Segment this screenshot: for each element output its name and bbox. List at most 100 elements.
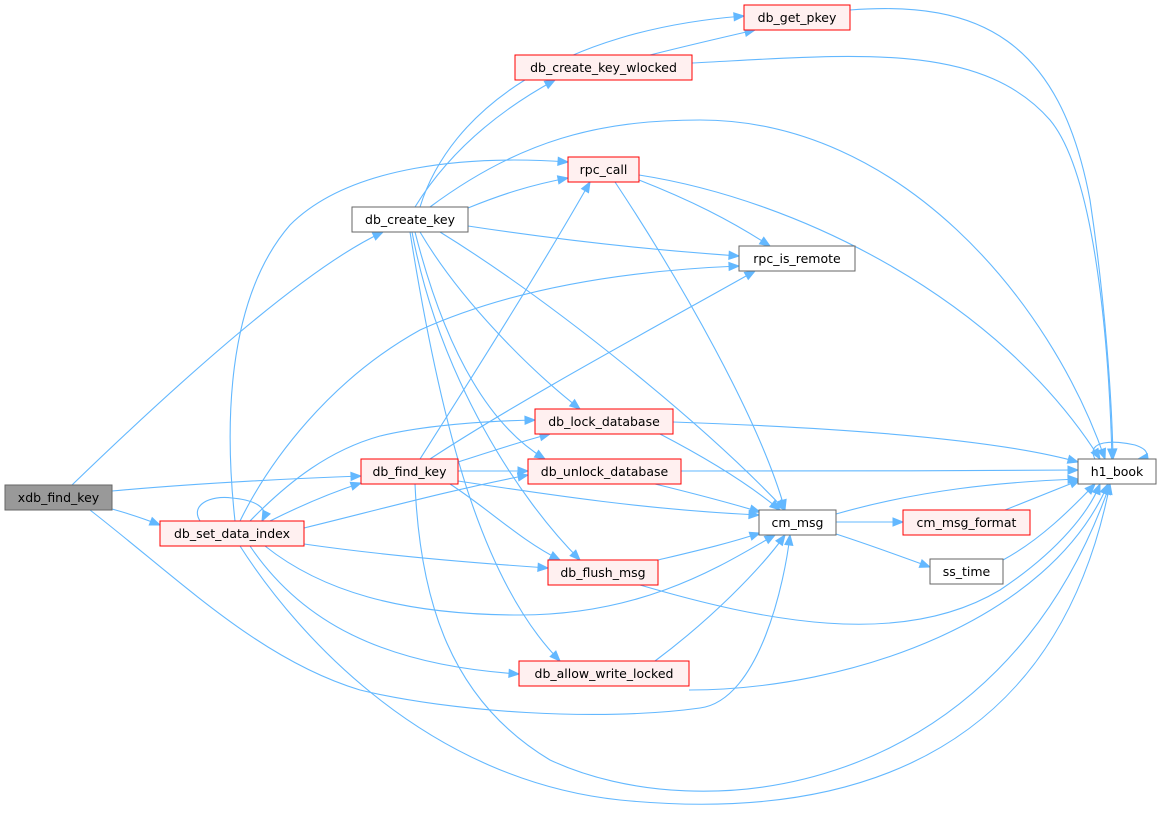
edge-arrowhead (556, 175, 570, 185)
node-box (547, 559, 659, 586)
edge-db-set-data-index-to-db-flush-msg (303, 543, 550, 573)
edge-line (419, 231, 581, 410)
edge-arrowhead (1097, 447, 1107, 461)
edge-arrowhead (261, 509, 271, 523)
edge-line (89, 509, 791, 716)
node-db-unlock-database[interactable]: db_unlock_database (527, 458, 682, 485)
node-label: h1_book (1091, 464, 1144, 479)
edge-line (638, 179, 771, 247)
edge-ss-time-to-h1-book (1002, 483, 1096, 561)
edge-line (467, 177, 569, 209)
edge-xdb-find-key-to-db-find-key (111, 471, 363, 492)
node-h1-book[interactable]: h1_book (1077, 458, 1157, 485)
edge-arrowhead (748, 531, 762, 541)
edge-db-create-key-to-rpc-call (467, 175, 570, 209)
edge-db-set-data-index-to-db-set-data-index (197, 496, 271, 523)
edge-arrowhead (1091, 482, 1101, 496)
edge-db-allow-write-locked-to-cm-msg (654, 533, 786, 662)
edge-arrowhead (350, 471, 363, 482)
edge-line (449, 483, 561, 561)
edge-db-create-key-wlocked-to-db-get-pkey (649, 27, 757, 56)
node-box (929, 558, 1004, 585)
node-ss-time[interactable]: ss_time (929, 558, 1004, 585)
node-box (351, 206, 469, 233)
edge-arrowhead (533, 449, 547, 460)
edge-db-allow-write-locked-to-h1-book (688, 482, 1109, 691)
edge-line (680, 469, 1079, 472)
node-label: xdb_find_key (18, 490, 100, 505)
edge-arrowhead (918, 558, 932, 568)
node-label: db_create_key (365, 212, 456, 227)
edge-line (303, 474, 529, 529)
edge-line (835, 533, 931, 568)
node-label: db_lock_database (548, 414, 660, 429)
edge-arrowhead (748, 504, 762, 514)
edge-db-flush-msg-to-cm-msg (657, 531, 762, 561)
node-box (4, 484, 113, 511)
edge-line (419, 181, 591, 460)
node-label: db_set_data_index (174, 526, 290, 541)
node-label: db_create_key_wlocked (530, 60, 677, 75)
node-box (360, 458, 459, 485)
edge-db-find-key-to-cm-msg (457, 480, 761, 520)
edge-arrowhead (1067, 465, 1080, 475)
node-xdb-find-key[interactable]: xdb_find_key (4, 484, 113, 511)
edge-arrowhead (569, 549, 581, 561)
edge-arrowhead (580, 180, 591, 194)
edge-db-set-data-index-to-cm-msg (264, 534, 777, 616)
edge-db-set-data-index-to-rpc-is-remote (239, 261, 741, 522)
node-box (514, 54, 693, 81)
edge-db-set-data-index-to-db-unlock-database (303, 472, 530, 529)
node-cm-msg[interactable]: cm_msg (758, 509, 837, 536)
edge-db-create-key-to-db-lock-database (419, 231, 582, 410)
edge-arrowhead (517, 466, 530, 476)
edge-line (691, 55, 1113, 460)
edge-arrowhead (148, 516, 162, 526)
node-db-allow-write-locked[interactable]: db_allow_write_locked (518, 660, 690, 687)
node-db-get-pkey[interactable]: db_get_pkey (743, 4, 851, 31)
node-label: ss_time (943, 564, 991, 579)
node-db-create-key[interactable]: db_create_key (351, 206, 469, 233)
edge-rpc-call-to-rpc-is-remote (638, 179, 772, 247)
edge-arrowhead (537, 562, 550, 573)
edge-line (249, 545, 520, 675)
edge-rpc-call-to-h1-book (638, 174, 1101, 461)
node-db-create-key-wlocked[interactable]: db_create_key_wlocked (514, 54, 693, 81)
node-cm-msg-format[interactable]: cm_msg_format (902, 509, 1031, 536)
edge-arrowhead (892, 517, 905, 527)
node-label: db_flush_msg (560, 565, 645, 580)
edge-arrowhead (508, 668, 521, 679)
edge-line (649, 29, 756, 56)
edge-arrowhead (371, 231, 385, 241)
edge-arrowhead (763, 534, 777, 545)
edge-line (849, 8, 1114, 460)
node-rpc-call[interactable]: rpc_call (567, 156, 640, 183)
edge-line (429, 270, 756, 460)
edge-db-lock-database-to-cm-msg (659, 433, 782, 511)
edge-line (229, 159, 569, 522)
edge-arrowhead (516, 472, 530, 482)
edge-db-find-key-to-db-flush-msg (449, 483, 562, 561)
node-db-find-key[interactable]: db_find_key (360, 458, 459, 485)
edge-db-flush-msg-to-h1-book (639, 482, 1101, 625)
edge-line (429, 119, 1106, 460)
node-db-flush-msg[interactable]: db_flush_msg (547, 559, 659, 586)
node-rpc-is-remote[interactable]: rpc_is_remote (738, 245, 856, 272)
node-db-lock-database[interactable]: db_lock_database (534, 408, 674, 435)
edge-cm-msg-to-h1-book (835, 474, 1080, 515)
edge-line (1002, 483, 1096, 561)
edge-db-set-data-index-to-db-allow-write-locked (249, 545, 521, 679)
edge-arrowhead (549, 650, 561, 662)
edge-arrowhead (1108, 448, 1118, 461)
node-label: rpc_is_remote (753, 251, 841, 266)
edge-arrowhead (1068, 479, 1082, 489)
edge-arrowhead (743, 270, 757, 281)
edge-db-find-key-to-db-unlock-database (458, 466, 530, 476)
edge-line (1004, 479, 1081, 511)
edge-arrowhead (728, 261, 741, 272)
edge-db-create-key-to-db-create-key-wlocked (414, 79, 557, 208)
node-db-set-data-index[interactable]: db_set_data_index (159, 520, 305, 547)
node-box (518, 660, 690, 687)
node-label: cm_msg_format (917, 515, 1017, 530)
